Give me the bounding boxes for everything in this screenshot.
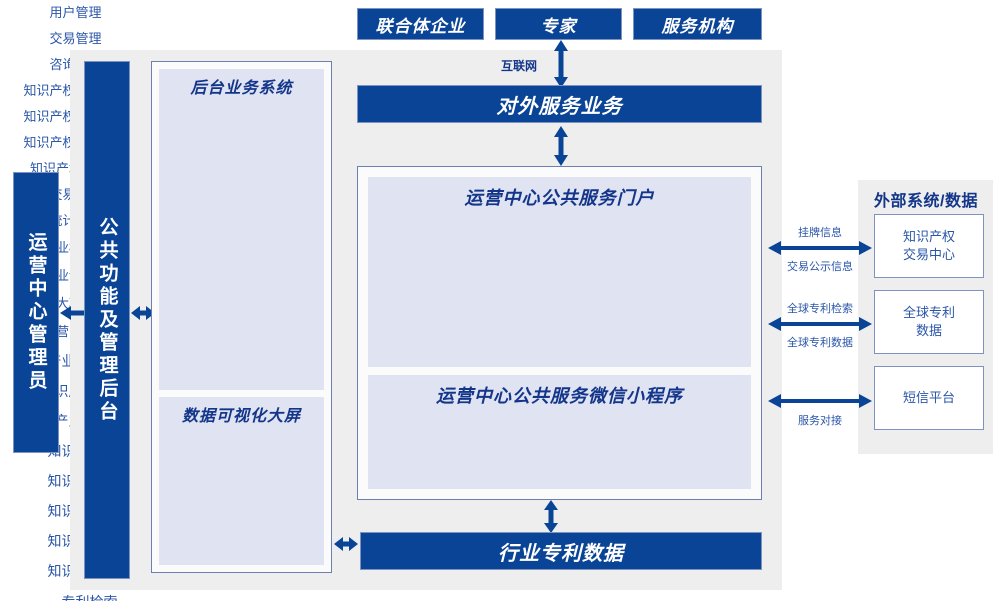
- external-connector-arrow-3: [768, 393, 872, 409]
- top-actor-服务机构[interactable]: 服务机构: [633, 8, 762, 40]
- backend-item-label: 用户管理: [49, 4, 102, 20]
- top-actor-label: 联合体企业: [375, 16, 466, 36]
- external-connector-label-below-3: 服务对接: [798, 415, 842, 427]
- public-portal-group: [368, 177, 751, 367]
- external-system-label: 全球专利 数据: [902, 304, 955, 338]
- left-actor-operator[interactable]: 运营中心管理员: [13, 172, 59, 453]
- internet-arrow: [551, 40, 571, 88]
- backend-item-label: 交易管理: [49, 30, 102, 46]
- internet-label: 互联网: [500, 59, 537, 73]
- common-backend-column[interactable]: 公共功能及管理后台: [84, 61, 130, 579]
- external-system-box-ip-trading-center[interactable]: 知识产权 交易中心: [874, 214, 984, 278]
- public-portal-title: 运营中心公共服务门户: [464, 188, 655, 208]
- portal-to-patentdata-arrow: [541, 500, 561, 533]
- backend-system-title: 后台业务系统: [190, 80, 293, 97]
- external-service-bar[interactable]: 对外服务业务: [357, 85, 762, 123]
- external-service-bar-label: 对外服务业务: [496, 95, 623, 118]
- top-actor-label: 专家: [540, 16, 577, 36]
- external-systems-title: 外部系统/数据: [874, 193, 978, 210]
- external-connector-arrow-1: [768, 240, 872, 256]
- top-actor-专家[interactable]: 专家: [495, 8, 622, 40]
- backend-system-group: [159, 69, 324, 390]
- external-system-label: 短信平台: [902, 389, 955, 405]
- external-system-box-sms-platform[interactable]: 短信平台: [874, 366, 984, 430]
- common-backend-label: 公共功能及管理后台: [96, 216, 118, 424]
- miniprogram-item-label: 专利检索: [62, 594, 118, 601]
- external-connector-label-above-2: 全球专利检索: [787, 303, 853, 315]
- external-connector-label-above-1: 挂牌信息: [798, 227, 842, 239]
- external-connector-arrow-2: [768, 316, 872, 332]
- service-to-portal-arrow: [551, 126, 571, 166]
- mini-program-title: 运营中心公共服务微信小程序: [436, 386, 683, 406]
- backend-item[interactable]: 交易管理: [0, 26, 151, 52]
- industry-patent-data-label: 行业专利数据: [498, 542, 624, 565]
- backend-to-system-arrow: [131, 303, 155, 323]
- left-actor-label: 运营中心管理员: [25, 232, 47, 393]
- data-visualization-group: [159, 397, 324, 565]
- external-connector-label-below-2: 全球专利数据: [787, 337, 853, 349]
- industry-patent-data-bar[interactable]: 行业专利数据: [360, 532, 762, 570]
- visualization-to-patentdata-arrow: [334, 534, 358, 554]
- backend-item[interactable]: 用户管理: [0, 0, 151, 26]
- top-actor-联合体企业[interactable]: 联合体企业: [357, 8, 484, 40]
- external-system-label: 知识产权 交易中心: [902, 228, 955, 262]
- external-connector-label-below-1: 交易公示信息: [787, 261, 853, 273]
- top-actor-label: 服务机构: [661, 16, 734, 36]
- data-visualization-title: 数据可视化大屏: [181, 408, 301, 425]
- mini-program-group: [368, 375, 751, 489]
- external-system-box-global-patent-data[interactable]: 全球专利 数据: [874, 290, 984, 354]
